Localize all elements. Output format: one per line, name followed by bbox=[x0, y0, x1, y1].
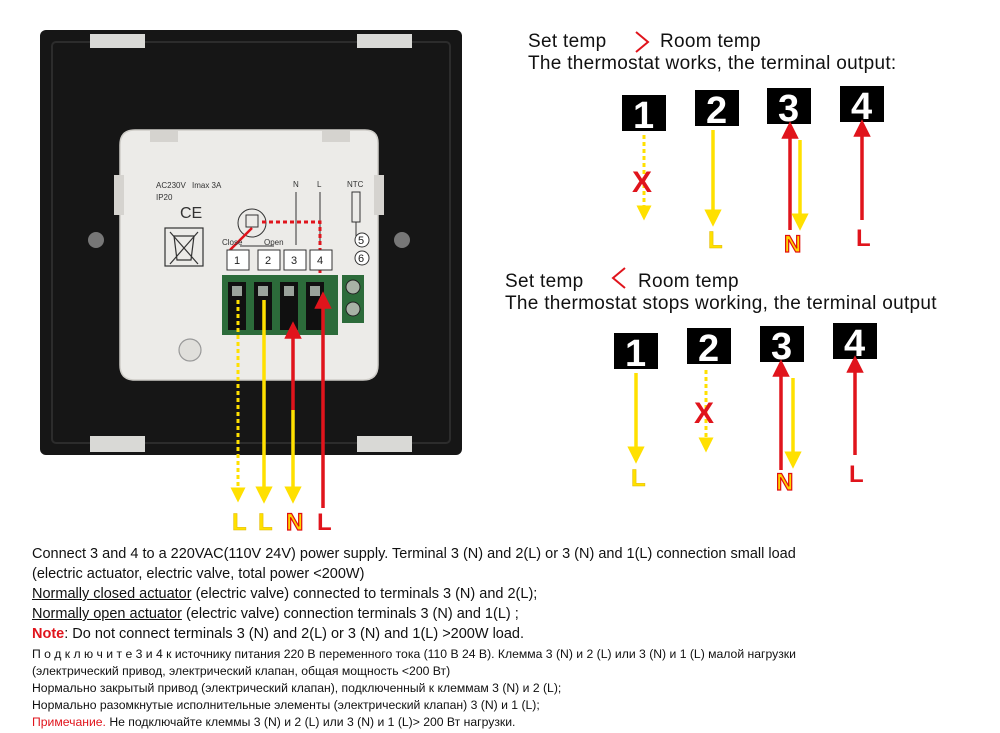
stopped-room-temp: Room temp bbox=[638, 271, 739, 292]
device-ip: IP20 bbox=[156, 193, 173, 202]
normally-closed-text: (electric valve) connected to terminals … bbox=[191, 586, 538, 602]
working-label-L4: L bbox=[856, 225, 871, 252]
ntc-terminal-5: 5 bbox=[358, 235, 364, 247]
stopped-terminal-2: 2 bbox=[698, 328, 719, 370]
label-n: N bbox=[293, 180, 299, 189]
mounting-clip bbox=[357, 436, 412, 452]
note-text: : Do not connect terminals 3 (N) and 2(L… bbox=[64, 626, 525, 642]
internal-contact-path bbox=[262, 220, 322, 290]
working-terminal-box-1 bbox=[622, 95, 666, 131]
stopped-terminal-box-2 bbox=[687, 328, 731, 364]
working-terminal-4: 4 bbox=[851, 86, 872, 128]
label-close: Close bbox=[222, 238, 243, 247]
stopped-label-L1: L bbox=[631, 465, 646, 492]
greater-than-icon bbox=[635, 31, 650, 53]
normally-open-label: Normally open actuator bbox=[32, 606, 182, 622]
stopped-status: The thermostat stops working, the termin… bbox=[505, 293, 937, 314]
wiring-notes: Connect 3 and 4 to a 220VAC(110V 24V) po… bbox=[32, 544, 992, 731]
normally-open-text: (electric valve) connection terminals 3 … bbox=[181, 606, 519, 622]
working-terminal-box-2 bbox=[695, 90, 739, 126]
stopped-terminal-box-3 bbox=[760, 326, 804, 362]
working-label-L2: L bbox=[708, 227, 723, 254]
working-terminal-box-3 bbox=[767, 88, 811, 124]
stopped-state-panel: Set temp Room temp The thermostat stops … bbox=[505, 267, 937, 497]
stopped-terminal-box-4 bbox=[833, 323, 877, 359]
stopped-x-mark: X bbox=[694, 397, 714, 430]
notes-ru-line-4: Нормально разомкнутые исполнительные эле… bbox=[32, 698, 540, 712]
stopped-terminal-4: 4 bbox=[844, 323, 865, 365]
module-hole bbox=[178, 338, 202, 362]
working-state-panel: Set temp Room temp The thermostat works,… bbox=[528, 31, 896, 259]
note-label: Note bbox=[32, 626, 65, 642]
working-label-N3: N bbox=[784, 231, 801, 258]
mounting-clip bbox=[90, 436, 145, 452]
device-rating: AC230V bbox=[156, 181, 186, 190]
label-l: L bbox=[317, 180, 322, 189]
notes-ru-line-1: П о д к л ю ч и т е 3 и 4 к источнику пи… bbox=[32, 646, 992, 663]
ru-note-text: Не подключайте клеммы 3 (N) и 2 (L) или … bbox=[105, 715, 516, 729]
thermostat-back-photo: AC230V Imax 3A IP20 CE N L NTC Close Ope… bbox=[40, 30, 462, 455]
screw-hole bbox=[394, 232, 410, 248]
device-current: Imax 3A bbox=[192, 181, 222, 190]
label-open: Open bbox=[264, 238, 284, 247]
device-wire-label-2: L bbox=[258, 509, 273, 536]
working-terminal-2: 2 bbox=[706, 90, 727, 132]
ntc-terminal-block bbox=[342, 275, 364, 323]
working-terminal-1: 1 bbox=[633, 95, 654, 137]
device-wires bbox=[230, 291, 332, 508]
device-terminal-1: 1 bbox=[234, 255, 240, 267]
notes-ru-line-2: (электрический привод, электрический кла… bbox=[32, 664, 451, 678]
working-room-temp: Room temp bbox=[660, 31, 761, 52]
stopped-terminal-3: 3 bbox=[771, 326, 792, 368]
normally-closed-label: Normally closed actuator bbox=[32, 586, 192, 602]
notes-en-line-1: Connect 3 and 4 to a 220VAC(110V 24V) po… bbox=[32, 546, 796, 562]
stopped-terminal-1: 1 bbox=[625, 333, 646, 375]
ru-line-1-text: 3 и 4 к источнику питания 220 В переменн… bbox=[132, 647, 796, 661]
less-than-icon bbox=[611, 267, 626, 289]
working-x-mark: X bbox=[632, 166, 652, 199]
device-terminal-3: 3 bbox=[291, 255, 297, 267]
ntc-terminal-6: 6 bbox=[358, 253, 364, 265]
stopped-set-temp: Set temp bbox=[505, 271, 583, 292]
device-terminal-2: 2 bbox=[265, 255, 271, 267]
terminal-block bbox=[222, 275, 338, 335]
notes-en-line-3: Normally closed actuator (electric valve… bbox=[32, 584, 992, 604]
notes-ru-line-3: Нормально закрытый привод (электрический… bbox=[32, 681, 562, 695]
device-terminal-4: 4 bbox=[317, 255, 323, 267]
notes-en-line-2: (electric actuator, electric valve, tota… bbox=[32, 566, 365, 582]
working-terminal-box-4 bbox=[840, 86, 884, 122]
mounting-clip bbox=[357, 34, 412, 48]
weee-bin-icon bbox=[164, 227, 204, 267]
working-status: The thermostat works, the terminal outpu… bbox=[528, 53, 896, 74]
device-wire-label-3: N bbox=[286, 509, 303, 536]
working-terminal-3: 3 bbox=[778, 88, 799, 130]
label-ntc: NTC bbox=[347, 180, 364, 189]
notes-ru-note: Примечание. Не подключайте клеммы 3 (N) … bbox=[32, 714, 992, 731]
notes-en-note: Note: Do not connect terminals 3 (N) and… bbox=[32, 624, 992, 644]
mounting-clip bbox=[90, 34, 145, 48]
stopped-label-L4: L bbox=[849, 461, 864, 488]
ce-mark: CE bbox=[180, 205, 202, 222]
screw-hole bbox=[88, 232, 104, 248]
device-terminal-labels: 1 2 3 4 bbox=[226, 249, 333, 271]
working-set-temp: Set temp bbox=[528, 31, 606, 52]
stopped-terminal-box-1 bbox=[614, 333, 658, 369]
device-wire-label-4: L bbox=[317, 509, 332, 536]
ru-connect-word: П о д к л ю ч и т е bbox=[32, 647, 133, 661]
notes-en-line-4: Normally open actuator (electric valve) … bbox=[32, 604, 992, 624]
stopped-label-N3: N bbox=[776, 469, 793, 496]
device-wire-label-1: L bbox=[232, 509, 247, 536]
ru-note-label: Примечание. bbox=[32, 715, 106, 729]
